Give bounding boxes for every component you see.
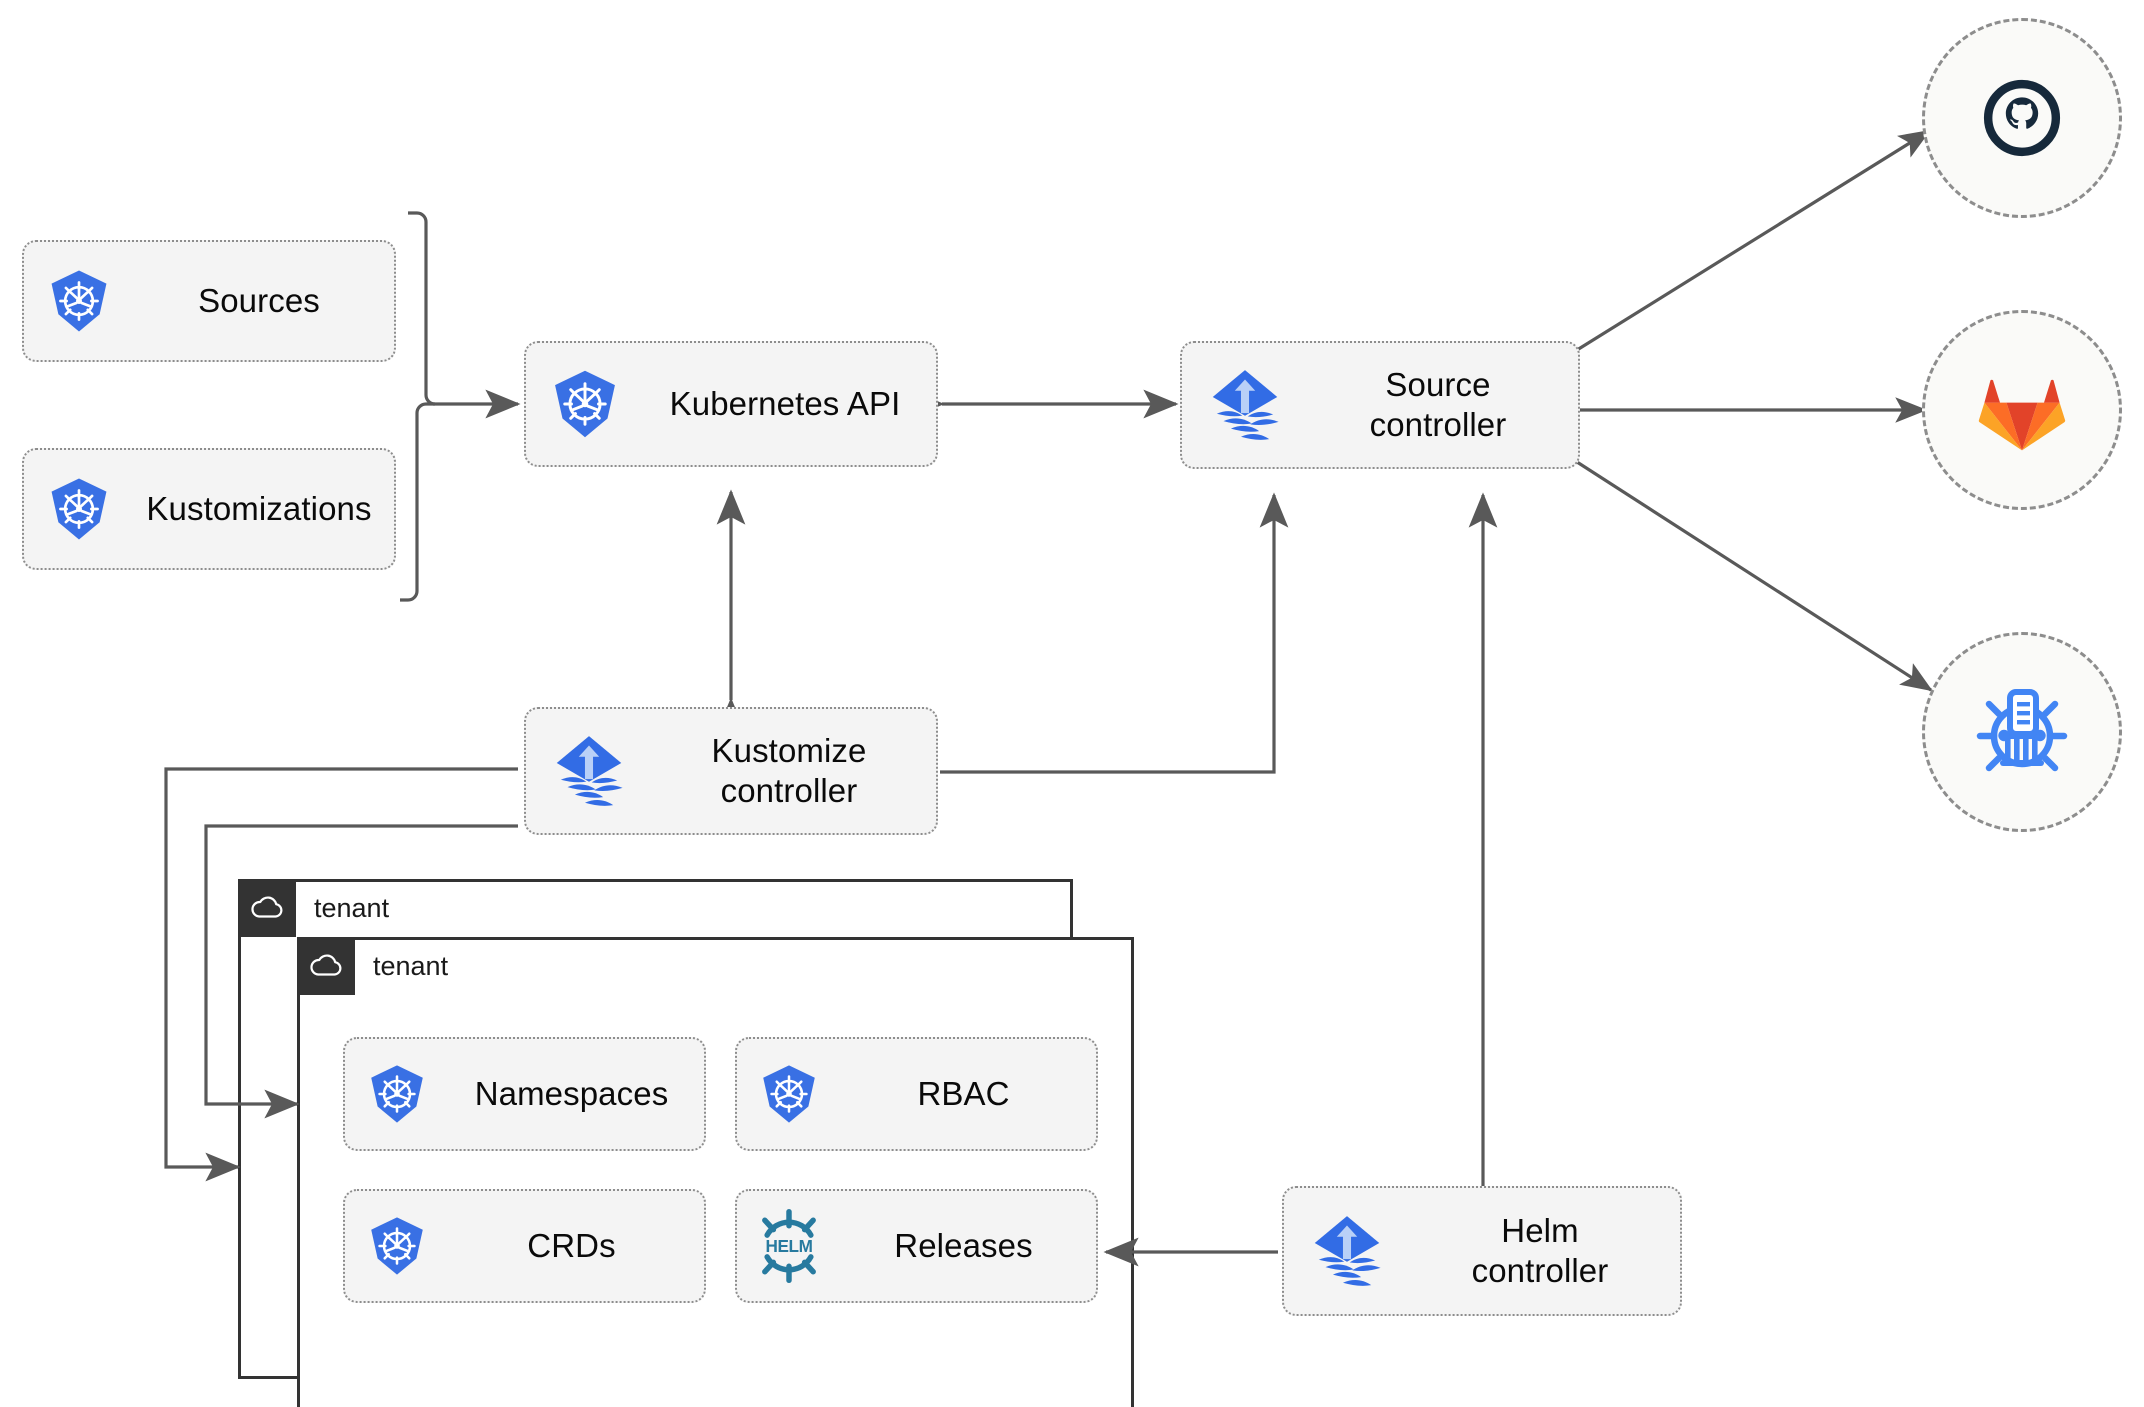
kubernetes-icon	[24, 268, 134, 334]
flux-icon	[1284, 1208, 1410, 1294]
kubernetes-icon	[24, 476, 134, 542]
node-label-kustomize-controller: Kustomize controller	[711, 731, 867, 809]
kubernetes-icon	[345, 1063, 449, 1125]
cloud-icon	[238, 879, 296, 937]
node-kustomize-controller[interactable]: Kustomize controller	[524, 707, 938, 835]
tenant-name-outer: tenant	[314, 892, 390, 923]
tenant-header-inner: tenant	[297, 937, 448, 995]
node-crds[interactable]: CRDs	[343, 1189, 706, 1303]
wire-sourcecontroller-bucket	[1576, 460, 1933, 692]
kubernetes-icon	[737, 1063, 841, 1125]
helm-icon: HELM	[737, 1207, 841, 1285]
helm-repository-icon	[1976, 689, 2068, 772]
cloud-icon	[297, 937, 355, 995]
node-label-source-controller: Source controller	[1369, 365, 1507, 443]
endpoint-github[interactable]	[1922, 18, 2122, 218]
node-label-rbac: RBAC	[917, 1074, 1010, 1112]
node-label-helm-controller: Helm controller	[1471, 1211, 1609, 1289]
github-icon	[1983, 79, 2061, 157]
kubernetes-icon	[526, 368, 644, 440]
node-label-crds: CRDs	[527, 1226, 616, 1264]
node-label-kubernetes-api: Kubernetes API	[669, 384, 901, 422]
wire-sourcecontroller-github	[1576, 129, 1931, 352]
svg-text:HELM: HELM	[765, 1236, 812, 1256]
node-label-sources: Sources	[198, 281, 320, 319]
wire-kustomize-sourcecontroller	[940, 492, 1289, 774]
node-label-releases: Releases	[894, 1226, 1033, 1264]
node-label-namespaces: Namespaces	[474, 1074, 669, 1112]
node-kubernetes-api[interactable]: Kubernetes API	[524, 341, 938, 467]
endpoint-gitlab[interactable]	[1922, 310, 2122, 510]
endpoint-helm-repository[interactable]	[1922, 632, 2122, 832]
node-source-controller[interactable]: Source controller	[1180, 341, 1580, 469]
node-namespaces[interactable]: Namespaces	[343, 1037, 706, 1151]
node-kustomizations[interactable]: Kustomizations	[22, 448, 396, 570]
gitlab-icon	[1978, 379, 2066, 451]
sources-group-bracket	[400, 211, 436, 602]
flux-icon	[526, 728, 652, 814]
node-label-kustomizations: Kustomizations	[146, 489, 372, 527]
tenant-name-inner: tenant	[373, 950, 449, 981]
flux-icon	[1182, 362, 1308, 448]
kubernetes-icon	[345, 1215, 449, 1277]
node-releases[interactable]: HELM Releases	[735, 1189, 1098, 1303]
node-helm-controller[interactable]: Helm controller	[1282, 1186, 1682, 1316]
tenant-header-outer: tenant	[238, 879, 389, 937]
node-sources[interactable]: Sources	[22, 240, 396, 362]
tenant-frame-inner: tenant	[297, 937, 1134, 1407]
node-rbac[interactable]: RBAC	[735, 1037, 1098, 1151]
